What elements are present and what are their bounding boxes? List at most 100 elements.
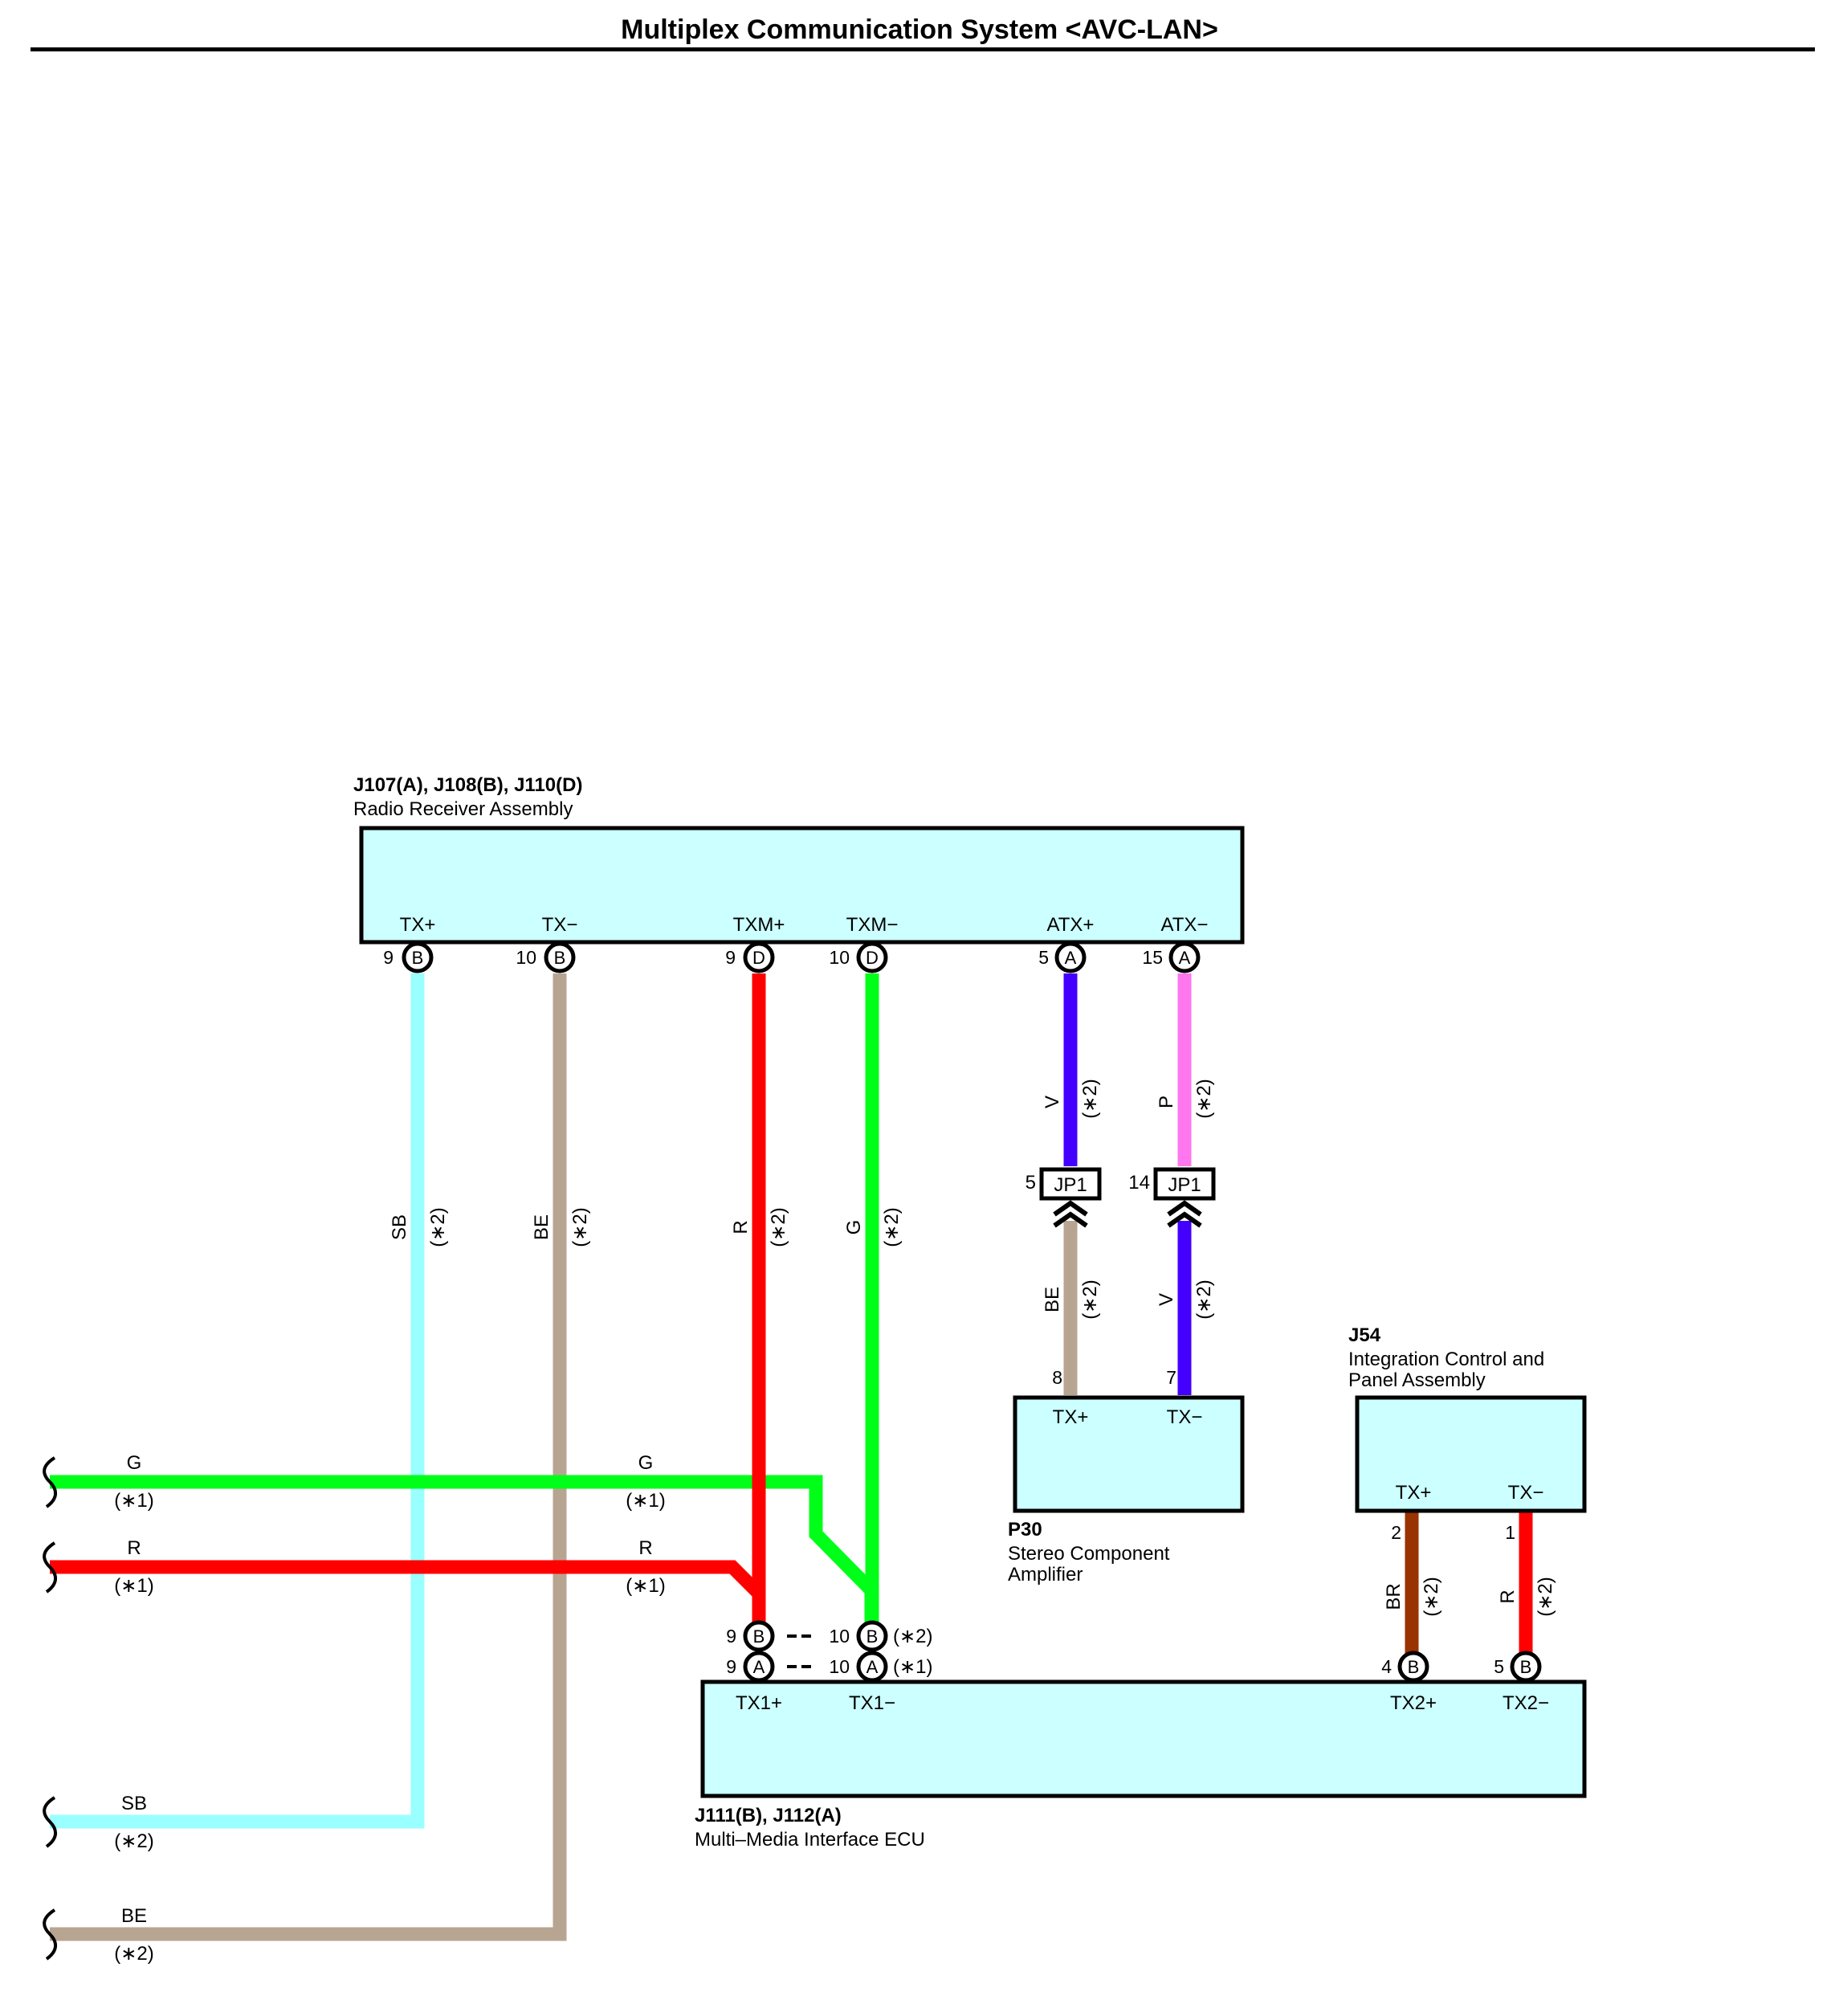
junction-label: JP1 bbox=[1168, 1174, 1201, 1196]
connector-circle bbox=[743, 1651, 775, 1683]
wire-break-icon bbox=[43, 1456, 57, 1508]
wire-note: (∗2) bbox=[114, 1943, 153, 1965]
pin-number: 2 bbox=[1391, 1522, 1401, 1543]
connector-letter: A bbox=[1179, 948, 1191, 968]
wire-color-label: V bbox=[1042, 1096, 1063, 1108]
wire-color-label: P bbox=[1156, 1096, 1177, 1108]
wire-color-label: SB bbox=[389, 1214, 410, 1240]
wire-note: (∗2) bbox=[1079, 1079, 1101, 1118]
radio-pin-label: TXM− bbox=[846, 914, 899, 936]
connector-circle bbox=[856, 1620, 888, 1652]
radio-code: J107(A), J108(B), J110(D) bbox=[353, 774, 582, 796]
wire-note: (∗1) bbox=[626, 1490, 665, 1512]
pin-number: 5 bbox=[1026, 1172, 1036, 1194]
variant-note: (∗1) bbox=[893, 1656, 932, 1678]
pin-number: 4 bbox=[1381, 1656, 1392, 1677]
radio-pin-5A: 5 A bbox=[1038, 941, 1087, 973]
radio-pin-10B: 10 B bbox=[516, 941, 576, 973]
panel-pin-label: TX− bbox=[1508, 1482, 1544, 1504]
wire-color-label: R bbox=[127, 1537, 141, 1559]
panel-pin-label: TX+ bbox=[1396, 1482, 1432, 1504]
connector-letter: B bbox=[554, 948, 566, 968]
ecu-code: J111(B), J112(A) bbox=[695, 1805, 842, 1826]
junction-box bbox=[1153, 1167, 1216, 1201]
wire-color-label: G bbox=[638, 1452, 654, 1474]
pin-number: 9 bbox=[383, 947, 393, 968]
connector-circle bbox=[743, 941, 775, 973]
wire-note: (∗1) bbox=[114, 1575, 153, 1597]
wire-color-label: BR bbox=[1383, 1583, 1405, 1610]
pin-number: 10 bbox=[516, 947, 536, 968]
connector-letter: B bbox=[753, 1626, 765, 1647]
pin-number: 5 bbox=[1038, 947, 1049, 968]
page-title: Multiplex Communication System <AVC-LAN> bbox=[621, 14, 1218, 45]
pin-number: 10 bbox=[829, 1626, 850, 1647]
ecu-pin-5B: 5 B bbox=[1494, 1651, 1542, 1683]
pin-number: 9 bbox=[726, 1656, 736, 1677]
ecu-pin-10A: 10 A (∗1) bbox=[829, 1651, 932, 1683]
pin-number: 5 bbox=[1494, 1656, 1504, 1677]
connector-circle bbox=[1054, 941, 1087, 973]
pin-number: 7 bbox=[1166, 1367, 1176, 1388]
pin-number: 1 bbox=[1505, 1522, 1515, 1543]
connector-circle bbox=[402, 941, 434, 973]
ecu-pin-10B: 10 B (∗2) bbox=[829, 1620, 932, 1652]
panel-name-line1: Integration Control and bbox=[1348, 1349, 1544, 1370]
wire-color-label: SB bbox=[121, 1793, 147, 1814]
amp-pin-label: TX+ bbox=[1053, 1406, 1089, 1428]
wire-color-label: BE bbox=[1042, 1287, 1063, 1312]
wire-note: (∗2) bbox=[569, 1207, 591, 1247]
connector-circle bbox=[1168, 941, 1201, 973]
wire-be bbox=[50, 973, 567, 1941]
wire-color-label: BE bbox=[531, 1214, 553, 1240]
wire-g-horizontal bbox=[50, 1475, 879, 1626]
ecu-pin-label: TX1+ bbox=[736, 1692, 782, 1714]
radio-pin-9D: 9 D bbox=[725, 941, 775, 973]
wire-note: (∗1) bbox=[626, 1575, 665, 1597]
amp-name-line1: Stereo Component bbox=[1008, 1543, 1170, 1565]
connector-letter: A bbox=[866, 1657, 879, 1677]
connector-chevron-icon bbox=[1167, 1200, 1202, 1228]
wire-color-label: V bbox=[1156, 1293, 1177, 1306]
junction-box bbox=[1039, 1167, 1102, 1201]
radio-pin-label: ATX− bbox=[1161, 914, 1209, 936]
variant-note: (∗2) bbox=[893, 1626, 932, 1647]
amp-pin-label: TX− bbox=[1167, 1406, 1203, 1428]
ecu-pin-9B: 9 B bbox=[726, 1620, 775, 1652]
amp-box bbox=[1013, 1395, 1245, 1513]
wire-note: (∗2) bbox=[1079, 1279, 1101, 1319]
ecu-pin-label: TX2+ bbox=[1390, 1692, 1437, 1714]
radio-pin-label: TX+ bbox=[400, 914, 436, 936]
ecu-box bbox=[700, 1679, 1587, 1798]
radio-name: Radio Receiver Assembly bbox=[353, 798, 573, 820]
radio-pin-label: TX− bbox=[542, 914, 578, 936]
radio-box bbox=[359, 826, 1245, 945]
connector-letter: B bbox=[412, 948, 424, 968]
ecu-pin-9A: 9 A bbox=[726, 1651, 775, 1683]
wire-note: (∗2) bbox=[881, 1207, 903, 1247]
connector-letter: A bbox=[753, 1657, 765, 1677]
wire-color-label: G bbox=[843, 1220, 865, 1235]
wire-color-label: BE bbox=[121, 1905, 147, 1927]
connector-letter: B bbox=[1408, 1657, 1420, 1677]
connector-letter: A bbox=[1065, 948, 1077, 968]
pin-number: 14 bbox=[1128, 1172, 1150, 1194]
wire-note: (∗2) bbox=[1421, 1577, 1442, 1616]
wire-break-icon bbox=[43, 1796, 57, 1848]
pin-number: 15 bbox=[1142, 947, 1163, 968]
connector-letter: D bbox=[752, 948, 765, 968]
connector-letter: B bbox=[1520, 1657, 1532, 1677]
wire-note: (∗1) bbox=[114, 1490, 153, 1512]
connector-circle bbox=[743, 1620, 775, 1652]
ecu-name: Multi–Media Interface ECU bbox=[695, 1829, 925, 1851]
connector-circle bbox=[856, 1651, 888, 1683]
wire-color-label: R bbox=[638, 1537, 652, 1559]
wire-note: (∗2) bbox=[114, 1830, 153, 1852]
connector-circle bbox=[1397, 1651, 1429, 1683]
wire-note: (∗2) bbox=[1535, 1577, 1556, 1616]
wire-note: (∗2) bbox=[768, 1207, 789, 1247]
connector-letter: B bbox=[866, 1626, 879, 1647]
radio-pin-label: TXM+ bbox=[733, 914, 785, 936]
pin-number: 10 bbox=[829, 1656, 850, 1677]
alt-connection-dash bbox=[787, 1634, 814, 1668]
